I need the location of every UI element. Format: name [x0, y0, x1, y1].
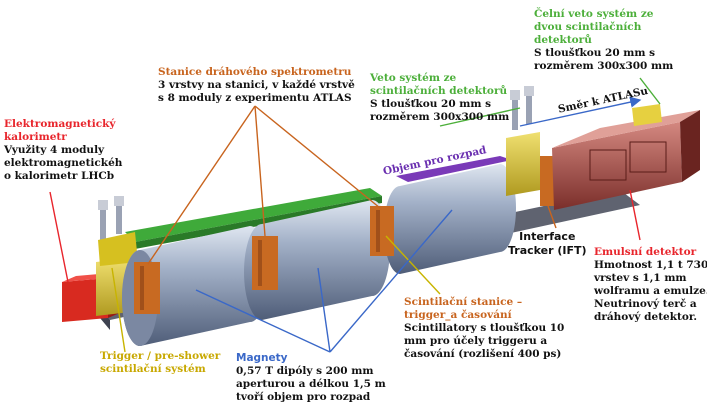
- spectrometer-title: Stanice dráhového spektrometru: [158, 66, 352, 78]
- veto-title-2: scintilačních detektorů: [370, 85, 508, 97]
- em-calorimeter-label: Elektromagnetický kalorimetr Využity 4 m…: [4, 118, 122, 183]
- em-cal-body-3: o kalorimetr LHCb: [4, 170, 115, 182]
- veto-station: [506, 86, 540, 196]
- magnet-2: [244, 200, 390, 320]
- emulsion-body-4: Neutrinový terč a: [594, 298, 697, 310]
- decay-volume-highlight: [396, 156, 512, 182]
- tracking-station-2: [252, 236, 278, 290]
- spectrometer-label: Stanice dráhového spektrometru 3 vrstvy …: [158, 66, 355, 105]
- magnets-body-1: 0,57 T dipóly s 200 mm: [236, 365, 374, 377]
- emulsion-detector: [552, 110, 700, 210]
- em-cal-title-2: kalorimetr: [4, 131, 67, 143]
- spectrometer-body-1: 3 vrstvy na stanici, v každé vrstvě: [158, 79, 355, 91]
- front-veto-callout: [639, 77, 661, 105]
- front-veto-title-2: dvou scintilačních: [534, 21, 642, 33]
- em-cal-callout: [49, 191, 69, 283]
- veto-label: Veto systém ze scintilačních detektorů S…: [370, 72, 509, 124]
- preshower-title-2: scintilační systém: [100, 363, 206, 375]
- direction-arrow: [519, 96, 642, 127]
- trigger-station-label: Scintilační stanice – trigger_a časování…: [404, 296, 564, 361]
- ift-callout: [547, 205, 557, 229]
- interface-line-1: Interface: [519, 230, 576, 243]
- yellow-callouts: [111, 235, 441, 353]
- em-cal-body-2: elektromagnetickéh: [4, 157, 123, 169]
- preshower-label: Trigger / pre-shower scintilační systém: [100, 350, 220, 376]
- emulsion-body-3: wolframu a emulze.: [594, 285, 707, 297]
- front-veto-station: [632, 104, 662, 126]
- emulsion-body-5: dráhový detektor.: [594, 311, 698, 323]
- trigger-station-body-1: Scintillatory s tloušťkou 10: [404, 322, 565, 334]
- trigger-station-title-2: trigger_a časování: [404, 309, 512, 321]
- magnets-body-3: tvoří objem pro rozpad: [236, 391, 371, 403]
- em-cal-title-1: Elektromagnetický: [4, 118, 116, 130]
- front-veto-title-1: Čelní veto systém ze: [534, 8, 654, 20]
- emulsion-body-1: Hmotnost 1,1 t 730: [594, 259, 707, 271]
- veto-callout: [439, 107, 521, 127]
- spectrometer-body-2: s 8 moduly z experimentu ATLAS: [158, 92, 352, 104]
- front-veto-label: Čelní veto systém ze dvou scintilačních …: [534, 8, 673, 73]
- trigger-station-body-3: časování (rozlišení 400 ps): [404, 348, 562, 360]
- interface-tracker-label: Interface Tracker (IFT): [508, 230, 587, 258]
- front-veto-body-2: rozměrem 300x300 mm: [534, 60, 674, 72]
- emulsion-label: Emulsní detektor Hmotnost 1,1 t 730 vrst…: [594, 246, 707, 324]
- front-veto-title-3: detektorů: [534, 34, 592, 46]
- magnets-body-2: aperturou a délkou 1,5 m: [236, 378, 386, 390]
- magnet-callouts: [195, 209, 453, 353]
- emulsion-callout: [629, 189, 641, 241]
- veto-body-1: S tloušťkou 20 mm s: [370, 98, 492, 110]
- preshower-title-1: Trigger / pre-shower: [100, 350, 221, 362]
- magnets-label: Magnety 0,57 T dipóly s 200 mm aperturou…: [236, 352, 386, 404]
- tracking-station-3: [370, 206, 394, 256]
- interface-tracker: [540, 156, 554, 206]
- em-cal-body-1: Využity 4 moduly: [4, 144, 105, 156]
- veto-title-1: Veto systém ze: [370, 72, 457, 84]
- spectrometer-callouts: [147, 105, 381, 265]
- tracker-green-plane: [125, 188, 382, 242]
- trigger-station-title-1: Scintilační stanice –: [404, 296, 523, 308]
- magnets-title: Magnety: [236, 352, 288, 364]
- tracking-station-1: [134, 262, 160, 314]
- trigger-station-body-2: mm pro účely triggeru a: [404, 335, 548, 347]
- emulsion-body-2: vrstev s 1,1 mm: [594, 272, 687, 284]
- veto-body-2: rozměrem 300x300 mm: [370, 111, 510, 123]
- magnet-3: [384, 164, 516, 274]
- front-veto-body-1: S tloušťkou 20 mm s: [534, 47, 656, 59]
- interface-line-2: Tracker (IFT): [508, 244, 587, 257]
- emulsion-title: Emulsní detektor: [594, 246, 697, 258]
